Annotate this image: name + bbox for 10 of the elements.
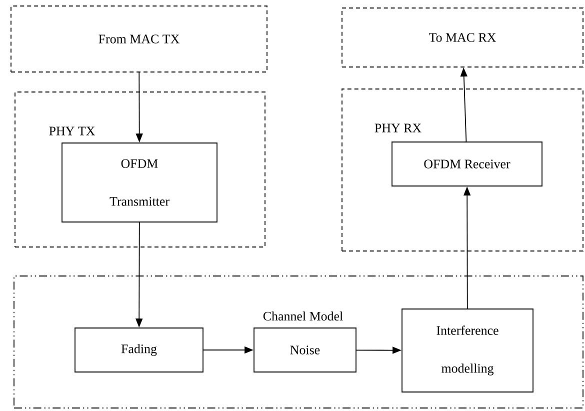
box-heading: PHY TX — [49, 126, 95, 136]
process-box: Fading — [74, 328, 204, 372]
process-box: OFDM Receiver — [392, 142, 542, 186]
layer-box: From MAC TX — [10, 6, 268, 72]
process-box: OFDM Transmitter — [62, 142, 218, 222]
box-heading: Channel Model — [263, 311, 343, 321]
box-heading: PHY RX — [374, 124, 422, 132]
process-box: Interference modelling — [402, 308, 534, 392]
process-box: Noise — [254, 328, 356, 372]
layer-box: To MAC RX — [342, 8, 584, 68]
